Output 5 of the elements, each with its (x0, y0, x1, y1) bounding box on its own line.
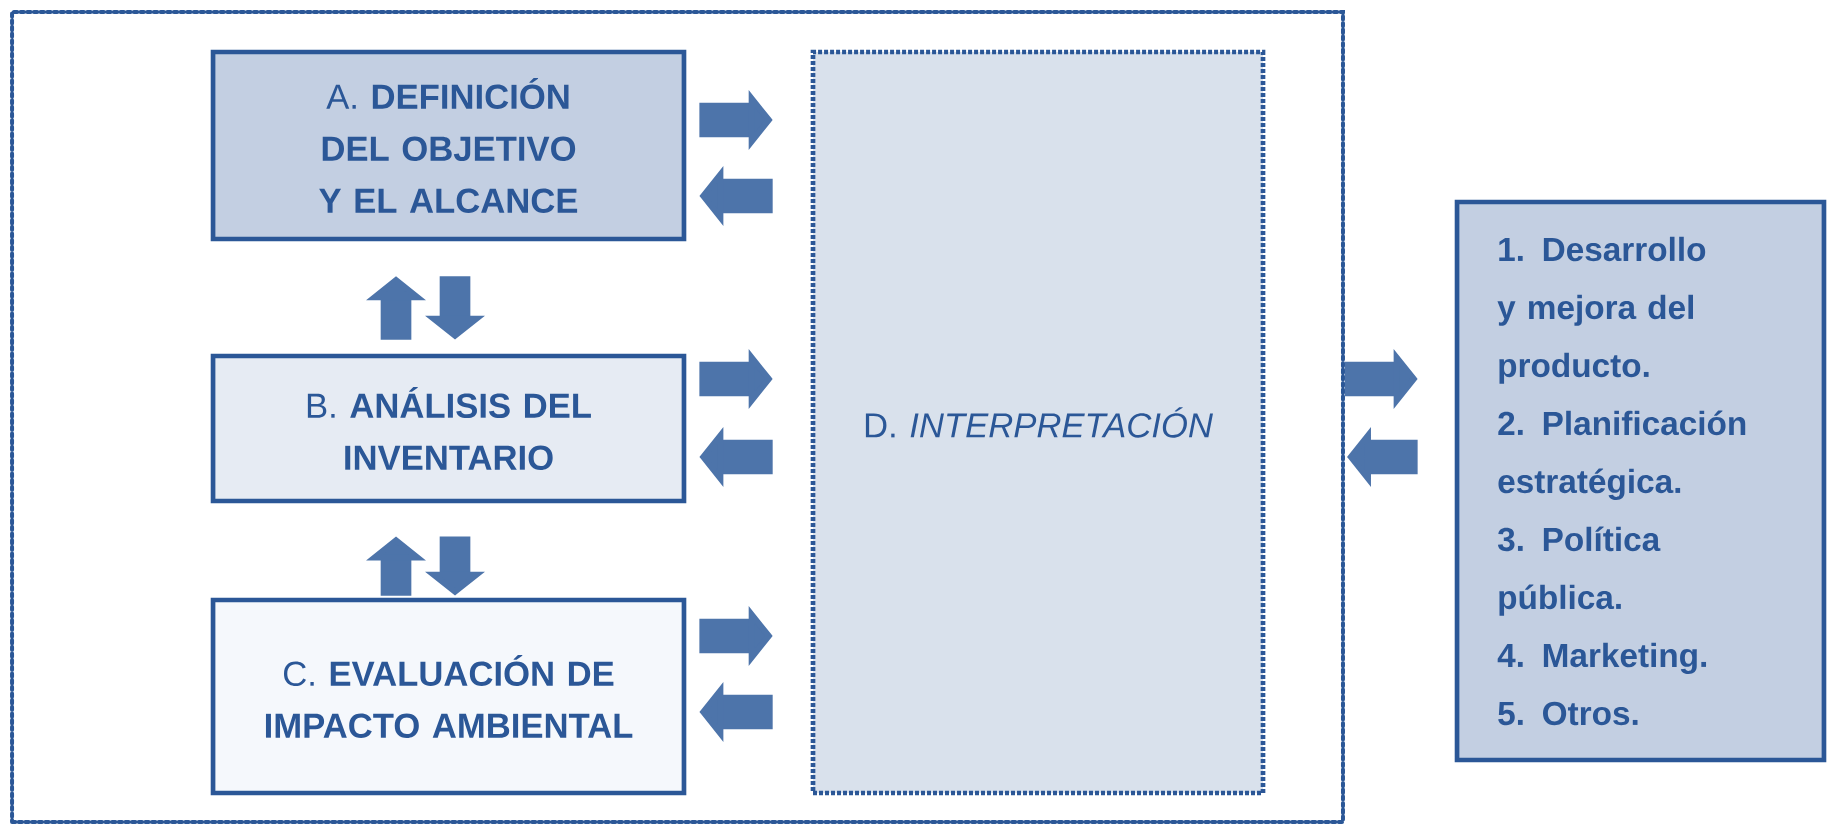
process-box: C. EVALUACIÓN DE IMPACTO AMBIENTAL (210, 597, 687, 796)
applications-box: 1. Desarrollo y mejora del producto. 2. Planificación estratégica. 3. Política pública. 4. Marketing. 5. Otros. (1454, 199, 1827, 763)
interpretation-box: D. INTERPRETACIÓN (810, 49, 1266, 796)
process-box: B. ANÁLISIS DEL INVENTARIO (210, 353, 687, 504)
process-box: A. DEFINICIÓN DEL OBJETIVO Y EL ALCANCE (210, 49, 687, 242)
